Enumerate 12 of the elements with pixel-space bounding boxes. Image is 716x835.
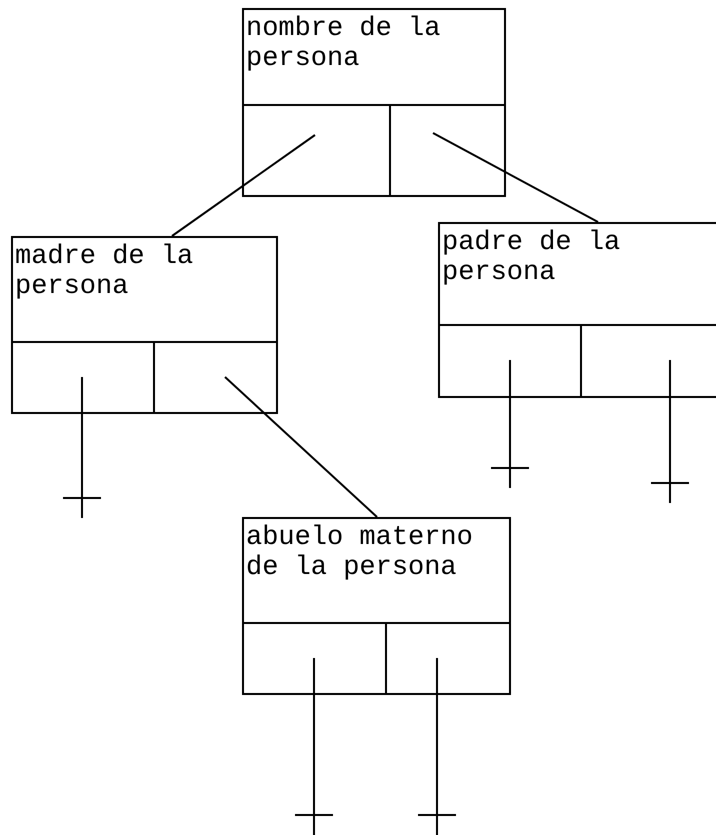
pointer-cell <box>389 104 506 197</box>
pointer-cell <box>153 341 278 414</box>
pointer-cell <box>580 324 716 398</box>
record-box <box>438 222 716 398</box>
record-label: abuelo materno de la persona <box>246 523 474 583</box>
record-box <box>11 236 278 414</box>
record-box <box>242 8 506 197</box>
record-box <box>242 517 511 695</box>
pointer-cell <box>385 622 511 695</box>
record-label: padre de la persona <box>442 228 622 288</box>
record-label: nombre de la persona <box>246 14 442 74</box>
record-label: madre de la persona <box>15 242 194 302</box>
